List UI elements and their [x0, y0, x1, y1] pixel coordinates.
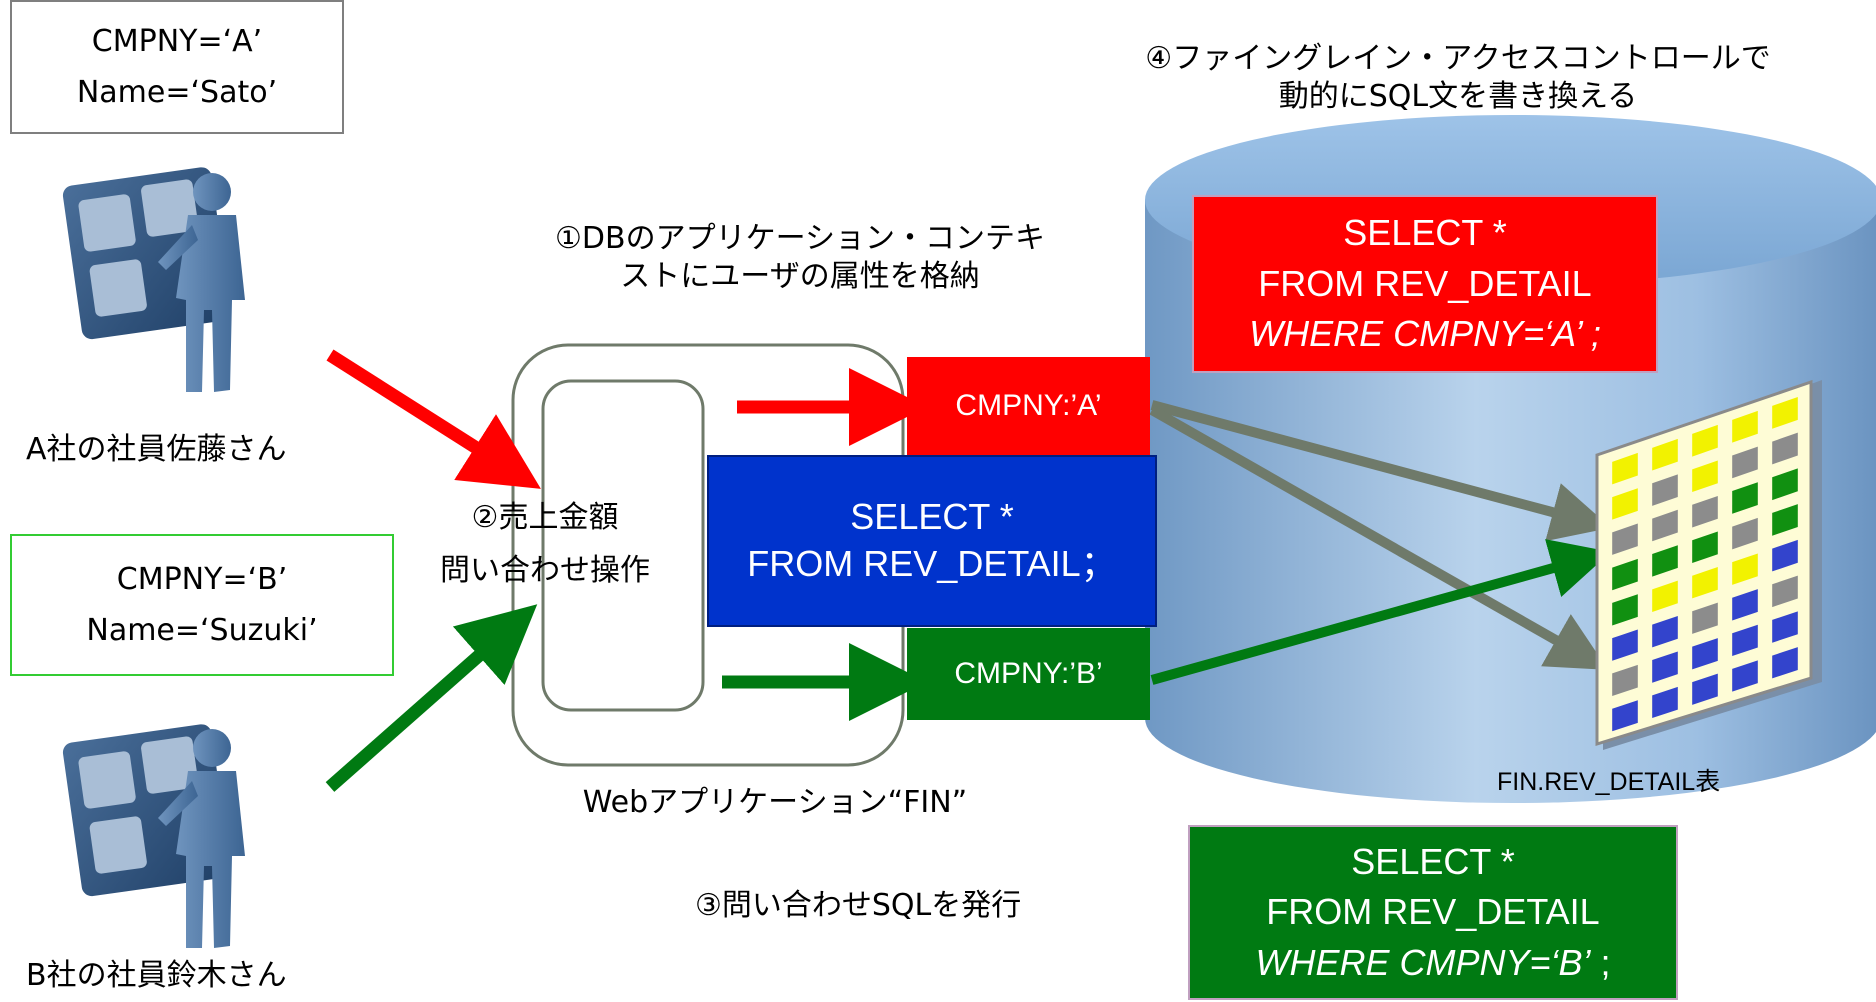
table-cell [1732, 589, 1758, 621]
person-at-board-icon [62, 167, 245, 392]
table-label: FIN.REV_DETAIL表 [1497, 768, 1721, 796]
table-cell [1652, 616, 1678, 648]
table-cell [1612, 594, 1638, 626]
table-cell [1612, 488, 1638, 520]
table-cell [1652, 509, 1678, 542]
user-b-attributes: CMPNY=‘B’ Name=‘Suzuki’ [10, 534, 394, 676]
table-cell [1692, 638, 1718, 670]
user-b-name: Name=‘Suzuki’ [86, 613, 318, 648]
user-a-cmpny: CMPNY=‘A’ [91, 24, 263, 59]
table-cell [1612, 629, 1638, 661]
arrow-user-a-to-app [326, 349, 541, 489]
step4-caption: ④ファイングレイン・アクセスコントロールで 動的にSQL文を書き換える [1145, 41, 1771, 114]
table-cell [1732, 660, 1758, 692]
arrow-context-a-to-table-2 [1149, 405, 1609, 670]
context-tag-b: CMPNY:’B’ [907, 628, 1150, 720]
table-cell [1612, 664, 1638, 697]
arrow-context-a-to-table-1 [1150, 400, 1611, 542]
table-cell [1692, 495, 1718, 528]
table-cell [1772, 432, 1798, 465]
web-app-label: Webアプリケーション“FIN” [582, 785, 968, 820]
table-cell [1612, 452, 1638, 485]
table-cell [1692, 602, 1718, 634]
table-cell [1772, 504, 1798, 536]
arrow-context-b-to-table [1150, 539, 1611, 685]
step2-caption: ②売上金額 問い合わせ操作 [440, 500, 650, 588]
issued-query-box: SELECT * FROM REV_DETAIL； [707, 455, 1157, 627]
context-tag-a: CMPNY:’A’ [907, 357, 1150, 455]
table-cell [1652, 474, 1678, 506]
user-a-attributes: CMPNY=‘A’ Name=‘Sato’ [10, 0, 344, 134]
table-cell [1652, 651, 1678, 683]
table-cell [1652, 580, 1678, 612]
table-cell [1772, 647, 1798, 679]
step1-caption: ①DBのアプリケーション・コンテキ ストにユーザの属性を格納 [555, 221, 1045, 294]
table-cell [1612, 558, 1638, 591]
table-cell [1692, 460, 1718, 493]
table-cell [1772, 575, 1798, 608]
table-cell [1732, 446, 1758, 479]
table-cell [1612, 700, 1638, 732]
table-cell [1692, 424, 1718, 457]
table-cell [1732, 624, 1758, 657]
step3-caption: ③問い合わせSQLを発行 [695, 888, 1022, 923]
table-cell [1652, 686, 1678, 719]
person-at-board-icon [62, 724, 245, 948]
user-a-label: A社の社員佐藤さん [26, 432, 287, 467]
table-cell [1772, 468, 1798, 501]
table-cell [1772, 611, 1798, 643]
table-cell [1732, 482, 1758, 514]
table-cell [1612, 523, 1638, 555]
table-cell [1692, 531, 1718, 563]
table-cell [1652, 545, 1678, 577]
table-cell [1772, 396, 1798, 429]
table-cell [1692, 567, 1718, 599]
user-b-cmpny: CMPNY=‘B’ [116, 562, 288, 597]
rewritten-sql-a: SELECT * FROM REV_DETAIL WHERE CMPNY=‘A’… [1192, 195, 1658, 373]
user-a-name: Name=‘Sato’ [76, 75, 278, 110]
table-cell [1652, 438, 1678, 471]
rewritten-sql-b: SELECT * FROM REV_DETAIL WHERE CMPNY=‘B’… [1188, 825, 1678, 1000]
user-b-label: B社の社員鈴木さん [26, 958, 287, 993]
table-cell [1732, 410, 1758, 443]
arrow-user-b-to-app [325, 604, 538, 792]
table-cell [1772, 539, 1798, 572]
table-cell [1732, 517, 1758, 550]
table-cell [1732, 553, 1758, 585]
web-app-inner-frame [541, 379, 705, 712]
table-grid-icon [1595, 379, 1822, 750]
table-cell [1692, 673, 1718, 705]
